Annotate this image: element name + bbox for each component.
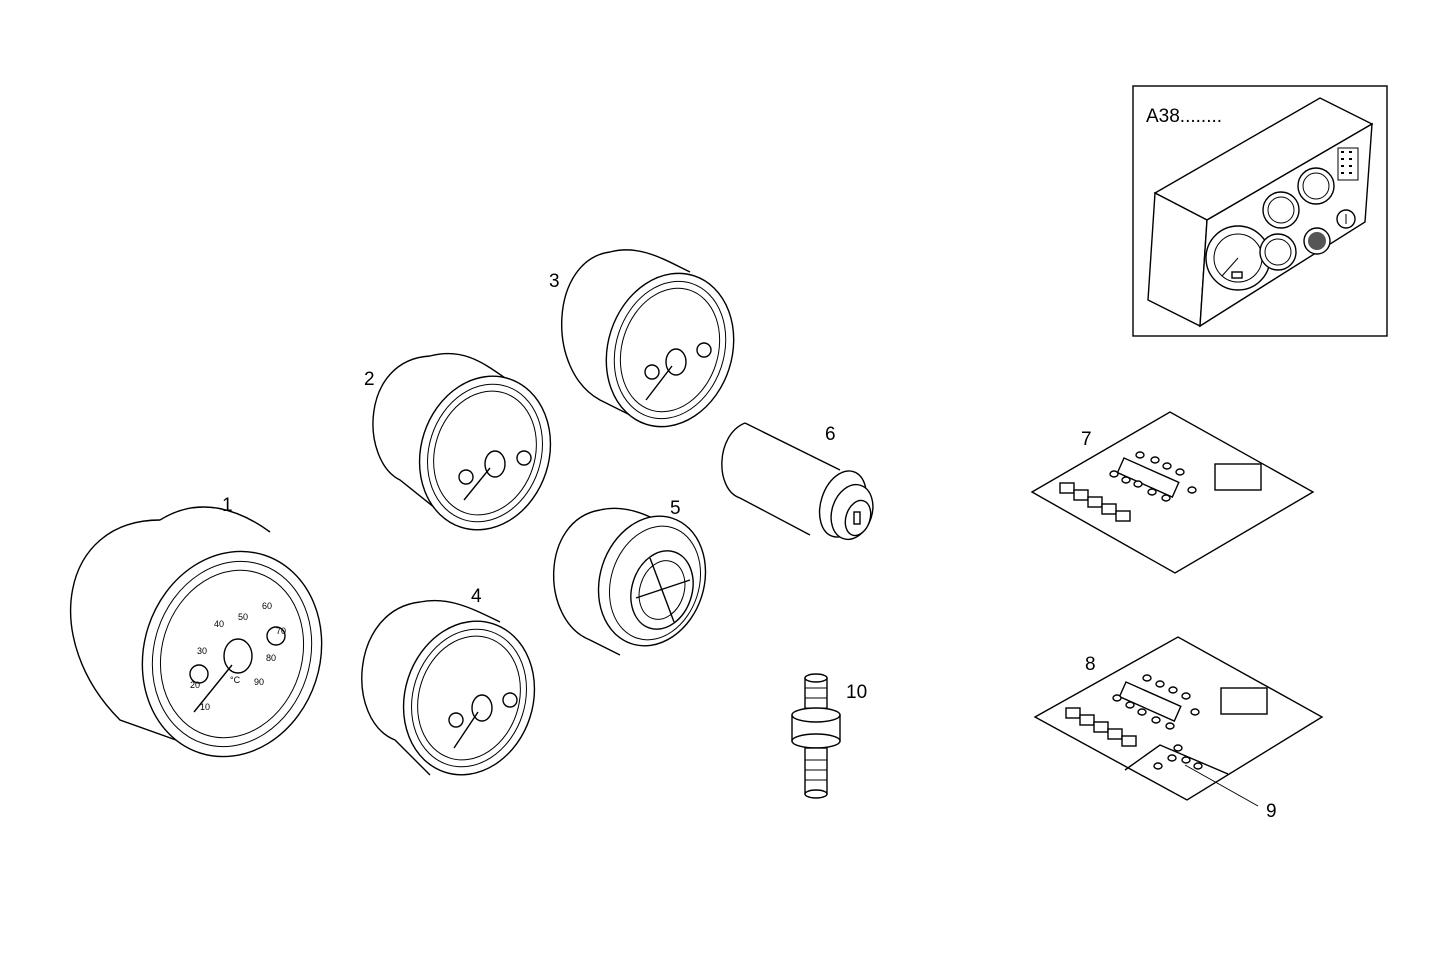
- gauge1-unit: °C: [230, 675, 241, 685]
- callout-9: 9: [1266, 801, 1277, 822]
- callout-8: 8: [1085, 654, 1096, 675]
- callout-2: 2: [364, 369, 375, 390]
- callout-3: 3: [549, 271, 560, 292]
- gauge1-tick-50: 50: [238, 612, 248, 622]
- gauge1-tick-60: 60: [262, 601, 272, 611]
- gauge1-tick-10: 10: [200, 702, 210, 712]
- stud-10: [791, 673, 841, 799]
- sensor-6: [721, 422, 874, 541]
- callout-7: 7: [1081, 429, 1092, 450]
- instrument-cluster-illustration: [1147, 97, 1374, 328]
- gauge-1-temperature: 10 20 30 40 50 60 70 80 90 °C: [69, 506, 323, 758]
- callout-5: 5: [670, 498, 681, 519]
- circuit-board-8: [1033, 636, 1324, 807]
- inset-panel: A38........: [1132, 85, 1388, 337]
- circuit-board-7: [1030, 411, 1315, 574]
- gauge1-tick-20: 20: [190, 680, 200, 690]
- gauge1-tick-70: 70: [276, 626, 286, 636]
- callout-1: 1: [222, 495, 233, 516]
- gauge-3: [561, 249, 735, 428]
- gauge1-tick-40: 40: [214, 619, 224, 629]
- inset-title: A38........: [1146, 106, 1222, 127]
- gauge1-tick-80: 80: [266, 653, 276, 663]
- callout-4: 4: [471, 586, 482, 607]
- gauge-4: [361, 599, 536, 776]
- callout-10: 10: [846, 682, 867, 703]
- gauge-2: [372, 352, 552, 531]
- gauge1-tick-90: 90: [254, 677, 264, 687]
- gauge1-tick-30: 30: [197, 646, 207, 656]
- callout-6: 6: [825, 424, 836, 445]
- leader-9: [1184, 764, 1259, 807]
- buzzer-5: [552, 507, 707, 656]
